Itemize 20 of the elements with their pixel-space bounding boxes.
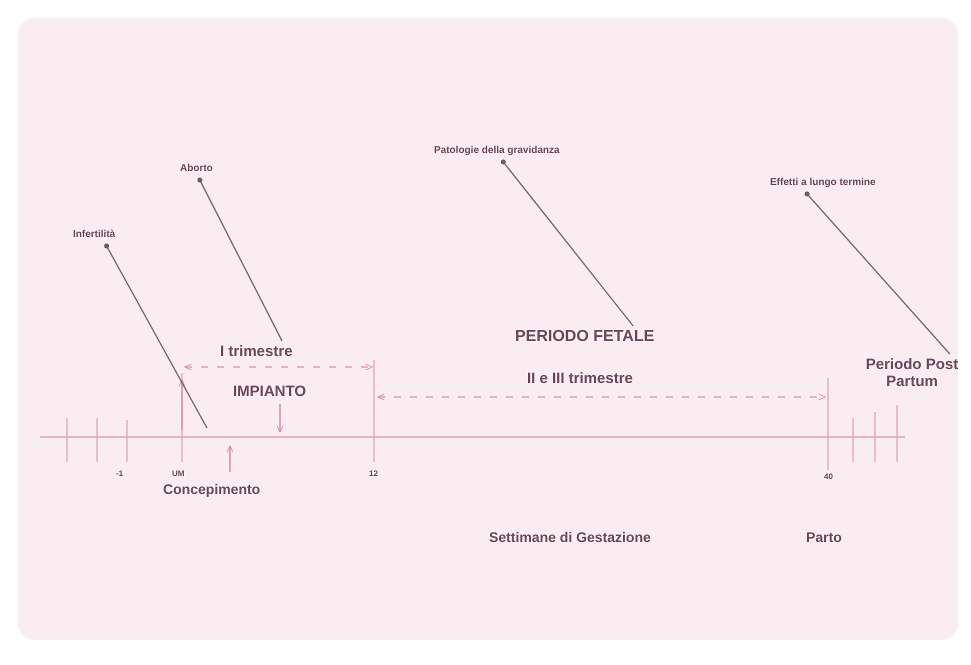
tick-label: 40	[824, 472, 833, 482]
tick-label: 12	[369, 469, 378, 478]
risk-label: Patologie della gravidanza	[434, 145, 560, 156]
risk-label: Aborto	[180, 163, 213, 174]
phase-label: II e III trimestre	[527, 370, 633, 388]
leader-line	[104, 244, 208, 428]
period-label: PERIODO FETALE	[515, 328, 654, 346]
risk-label: Infertilità	[73, 229, 116, 240]
event-label: Parto	[806, 529, 842, 546]
period-label: Periodo Post Partum	[858, 356, 966, 390]
leader-line	[804, 192, 950, 354]
tick-label: UM	[172, 469, 184, 478]
tick-label: -1	[116, 469, 124, 478]
axis-title: Settimane di Gestazione	[489, 529, 651, 546]
leader-line	[500, 160, 634, 326]
risk-label: Effetti a lungo termine	[770, 177, 876, 188]
period-label: I trimestre	[220, 343, 293, 360]
phase-label: IMPIANTO	[233, 383, 306, 400]
leader-line	[197, 178, 283, 342]
event-label: Concepimento	[163, 481, 260, 498]
